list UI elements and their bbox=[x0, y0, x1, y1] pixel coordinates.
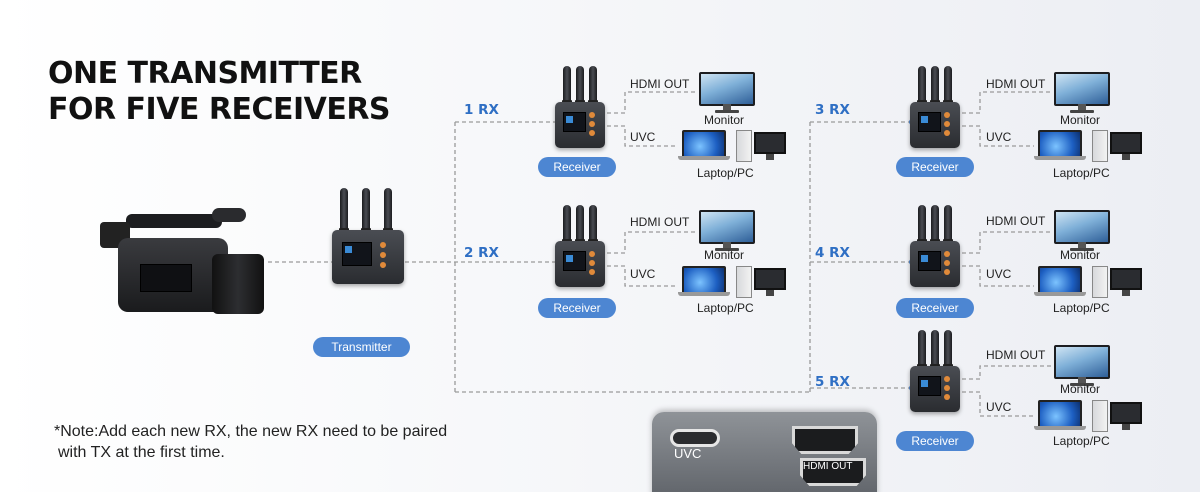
rx1-laptop-pc-label: Laptop/PC bbox=[697, 166, 754, 180]
uvc-port-label: UVC bbox=[674, 446, 702, 461]
rx5-uvc-label: UVC bbox=[986, 400, 1012, 414]
title-line-1: ONE TRANSMITTER bbox=[48, 56, 362, 91]
rx3-monitor-label: Monitor bbox=[1060, 113, 1101, 127]
hdmi-out-port-label: HDMI OUT bbox=[800, 458, 866, 486]
rx3-label: 3 RX bbox=[815, 102, 850, 118]
rx2-laptop-pc-icon bbox=[678, 266, 788, 298]
rx2-hdmi-out-label: HDMI OUT bbox=[630, 215, 690, 229]
rx1-hdmi-line bbox=[607, 91, 696, 114]
rx1-hdmi-out-label: HDMI OUT bbox=[630, 77, 690, 91]
rx3-hdmi-out-label: HDMI OUT bbox=[986, 77, 1046, 91]
rx4-monitor-icon bbox=[1054, 210, 1110, 252]
port-panel-closeup: UVC HDMI OUT bbox=[652, 412, 877, 492]
receiver-3-pill: Receiver bbox=[896, 157, 974, 177]
rx4-monitor-label: Monitor bbox=[1060, 248, 1101, 262]
rx2-monitor-icon bbox=[699, 210, 755, 252]
rx4-label: 4 RX bbox=[815, 245, 850, 261]
rx2-uvc-label: UVC bbox=[630, 267, 656, 281]
receiver-5-pill: Receiver bbox=[896, 431, 974, 451]
rx3-monitor-icon bbox=[1054, 72, 1110, 114]
receiver-2-pill: Receiver bbox=[538, 298, 616, 318]
rx3-laptop-pc-icon bbox=[1034, 130, 1144, 162]
receiver-4-device bbox=[910, 205, 960, 289]
page-title: ONE TRANSMITTER FOR FIVE RECEIVERS bbox=[48, 56, 391, 128]
rx4-hdmi-out-label: HDMI OUT bbox=[986, 214, 1046, 228]
rx5-laptop-pc-icon bbox=[1034, 400, 1144, 432]
rx1-monitor-label: Monitor bbox=[704, 113, 745, 127]
rx3-hdmi-line bbox=[962, 91, 1052, 114]
rx1-uvc-line bbox=[607, 125, 678, 147]
title-line-2: FOR FIVE RECEIVERS bbox=[48, 92, 391, 127]
rx3-uvc-line bbox=[962, 125, 1034, 147]
pairing-note: *Note:Add each new RX, the new RX need t… bbox=[54, 421, 447, 463]
receiver-3-device bbox=[910, 66, 960, 150]
rx1-label: 1 RX bbox=[464, 102, 499, 118]
rx3-uvc-label: UVC bbox=[986, 130, 1012, 144]
hdmi-port-icon bbox=[792, 426, 858, 454]
rx5-uvc-line bbox=[962, 391, 1034, 417]
receiver-2-device bbox=[555, 205, 605, 289]
rx1-uvc-label: UVC bbox=[630, 130, 656, 144]
usb-c-port-icon bbox=[670, 429, 720, 447]
transmitter-device bbox=[332, 188, 404, 288]
rx5-label: 5 RX bbox=[815, 374, 850, 390]
receiver-4-pill: Receiver bbox=[896, 298, 974, 318]
rx3-laptop-pc-label: Laptop/PC bbox=[1053, 166, 1110, 180]
receiver-1-pill: Receiver bbox=[538, 157, 616, 177]
rx4-uvc-label: UVC bbox=[986, 267, 1012, 281]
rx4-laptop-pc-label: Laptop/PC bbox=[1053, 301, 1110, 315]
receiver-1-device bbox=[555, 66, 605, 150]
rx5-monitor-icon bbox=[1054, 345, 1110, 387]
rx5-laptop-pc-label: Laptop/PC bbox=[1053, 434, 1110, 448]
rx2-laptop-pc-label: Laptop/PC bbox=[697, 301, 754, 315]
rx2-label: 2 RX bbox=[464, 245, 499, 261]
rx4-hdmi-line bbox=[962, 231, 1052, 254]
rx1-monitor-icon bbox=[699, 72, 755, 114]
rx5-hdmi-line bbox=[962, 365, 1052, 380]
rx2-uvc-line bbox=[607, 265, 678, 287]
receiver-5-device bbox=[910, 330, 960, 414]
transmitter-label: Transmitter bbox=[313, 337, 410, 357]
rx1-laptop-pc-icon bbox=[678, 130, 788, 162]
note-line-2: with TX at the first time. bbox=[58, 444, 225, 461]
camcorder-image bbox=[100, 208, 266, 324]
rx4-uvc-line bbox=[962, 265, 1034, 287]
rx4-laptop-pc-icon bbox=[1034, 266, 1144, 298]
rx2-monitor-label: Monitor bbox=[704, 248, 745, 262]
rx2-hdmi-line bbox=[607, 231, 696, 254]
note-line-1: *Note:Add each new RX, the new RX need t… bbox=[54, 423, 448, 440]
rx5-hdmi-out-label: HDMI OUT bbox=[986, 348, 1046, 362]
rx5-monitor-label: Monitor bbox=[1060, 382, 1101, 396]
